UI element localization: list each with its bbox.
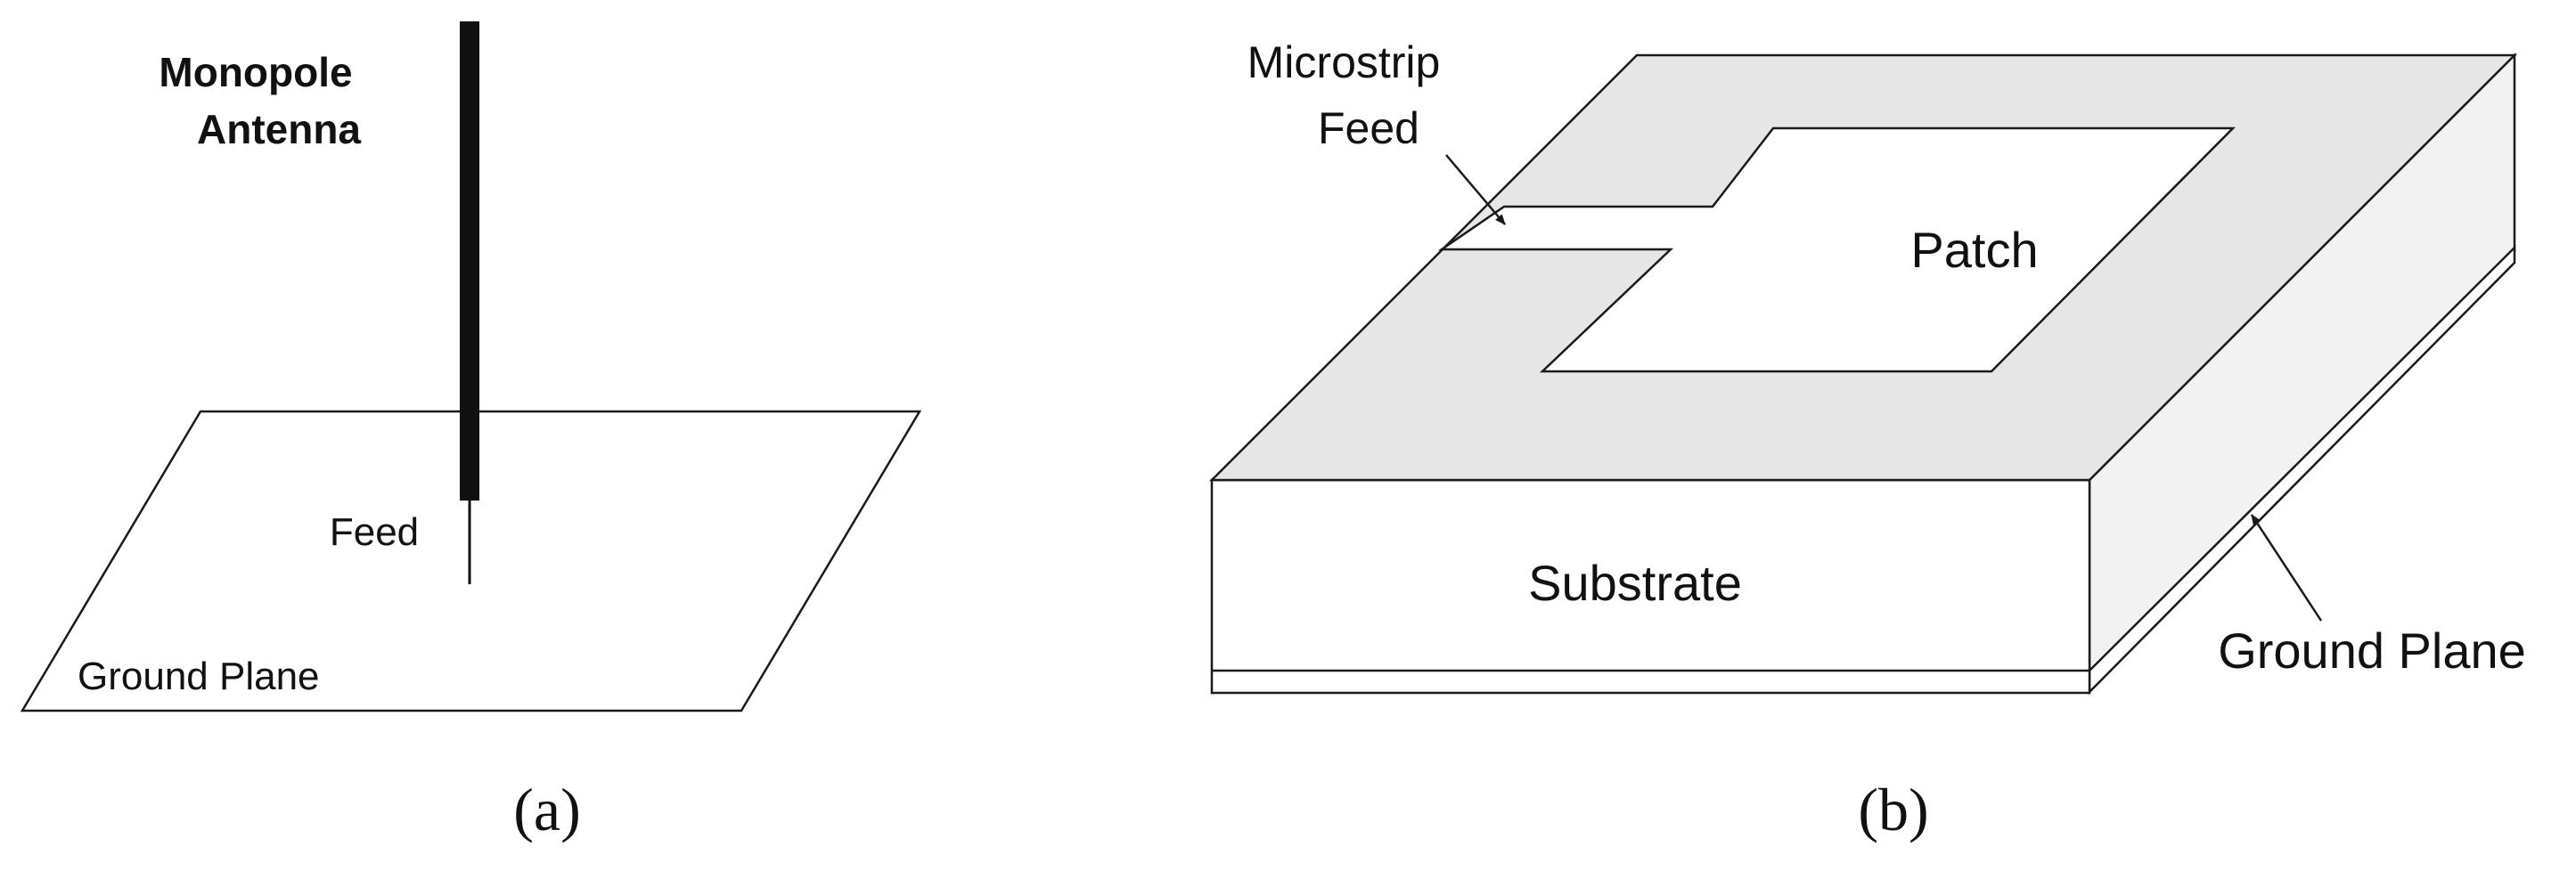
substrate-front-face: [1210, 478, 2091, 695]
monopole-antenna: [460, 21, 479, 501]
caption-b: (b): [1858, 776, 1928, 843]
panel-b: Microstrip Feed Patch Substrate Ground P…: [1208, 37, 2526, 843]
patch-label: Patch: [1910, 222, 2038, 278]
substrate-label: Substrate: [1528, 555, 1742, 611]
ground-plane-arrow: [2250, 514, 2323, 622]
microstrip-feed-arrow: [1445, 154, 1506, 225]
ground-plane-label-b: Ground Plane: [2218, 623, 2526, 679]
patch: [1437, 126, 2237, 373]
antenna-label-line1: Monopole: [159, 49, 352, 95]
feed-label-a: Feed: [330, 510, 419, 554]
panel-a: Monopole Antenna Feed Ground Plane (a): [20, 21, 922, 843]
microstrip-feed-label-line1: Microstrip: [1247, 37, 1441, 87]
ground-plane-label-a: Ground Plane: [78, 655, 320, 698]
caption-a: (a): [513, 776, 580, 843]
microstrip-feed-label-line2: Feed: [1318, 103, 1419, 153]
antenna-label-line2: Antenna: [197, 106, 361, 152]
